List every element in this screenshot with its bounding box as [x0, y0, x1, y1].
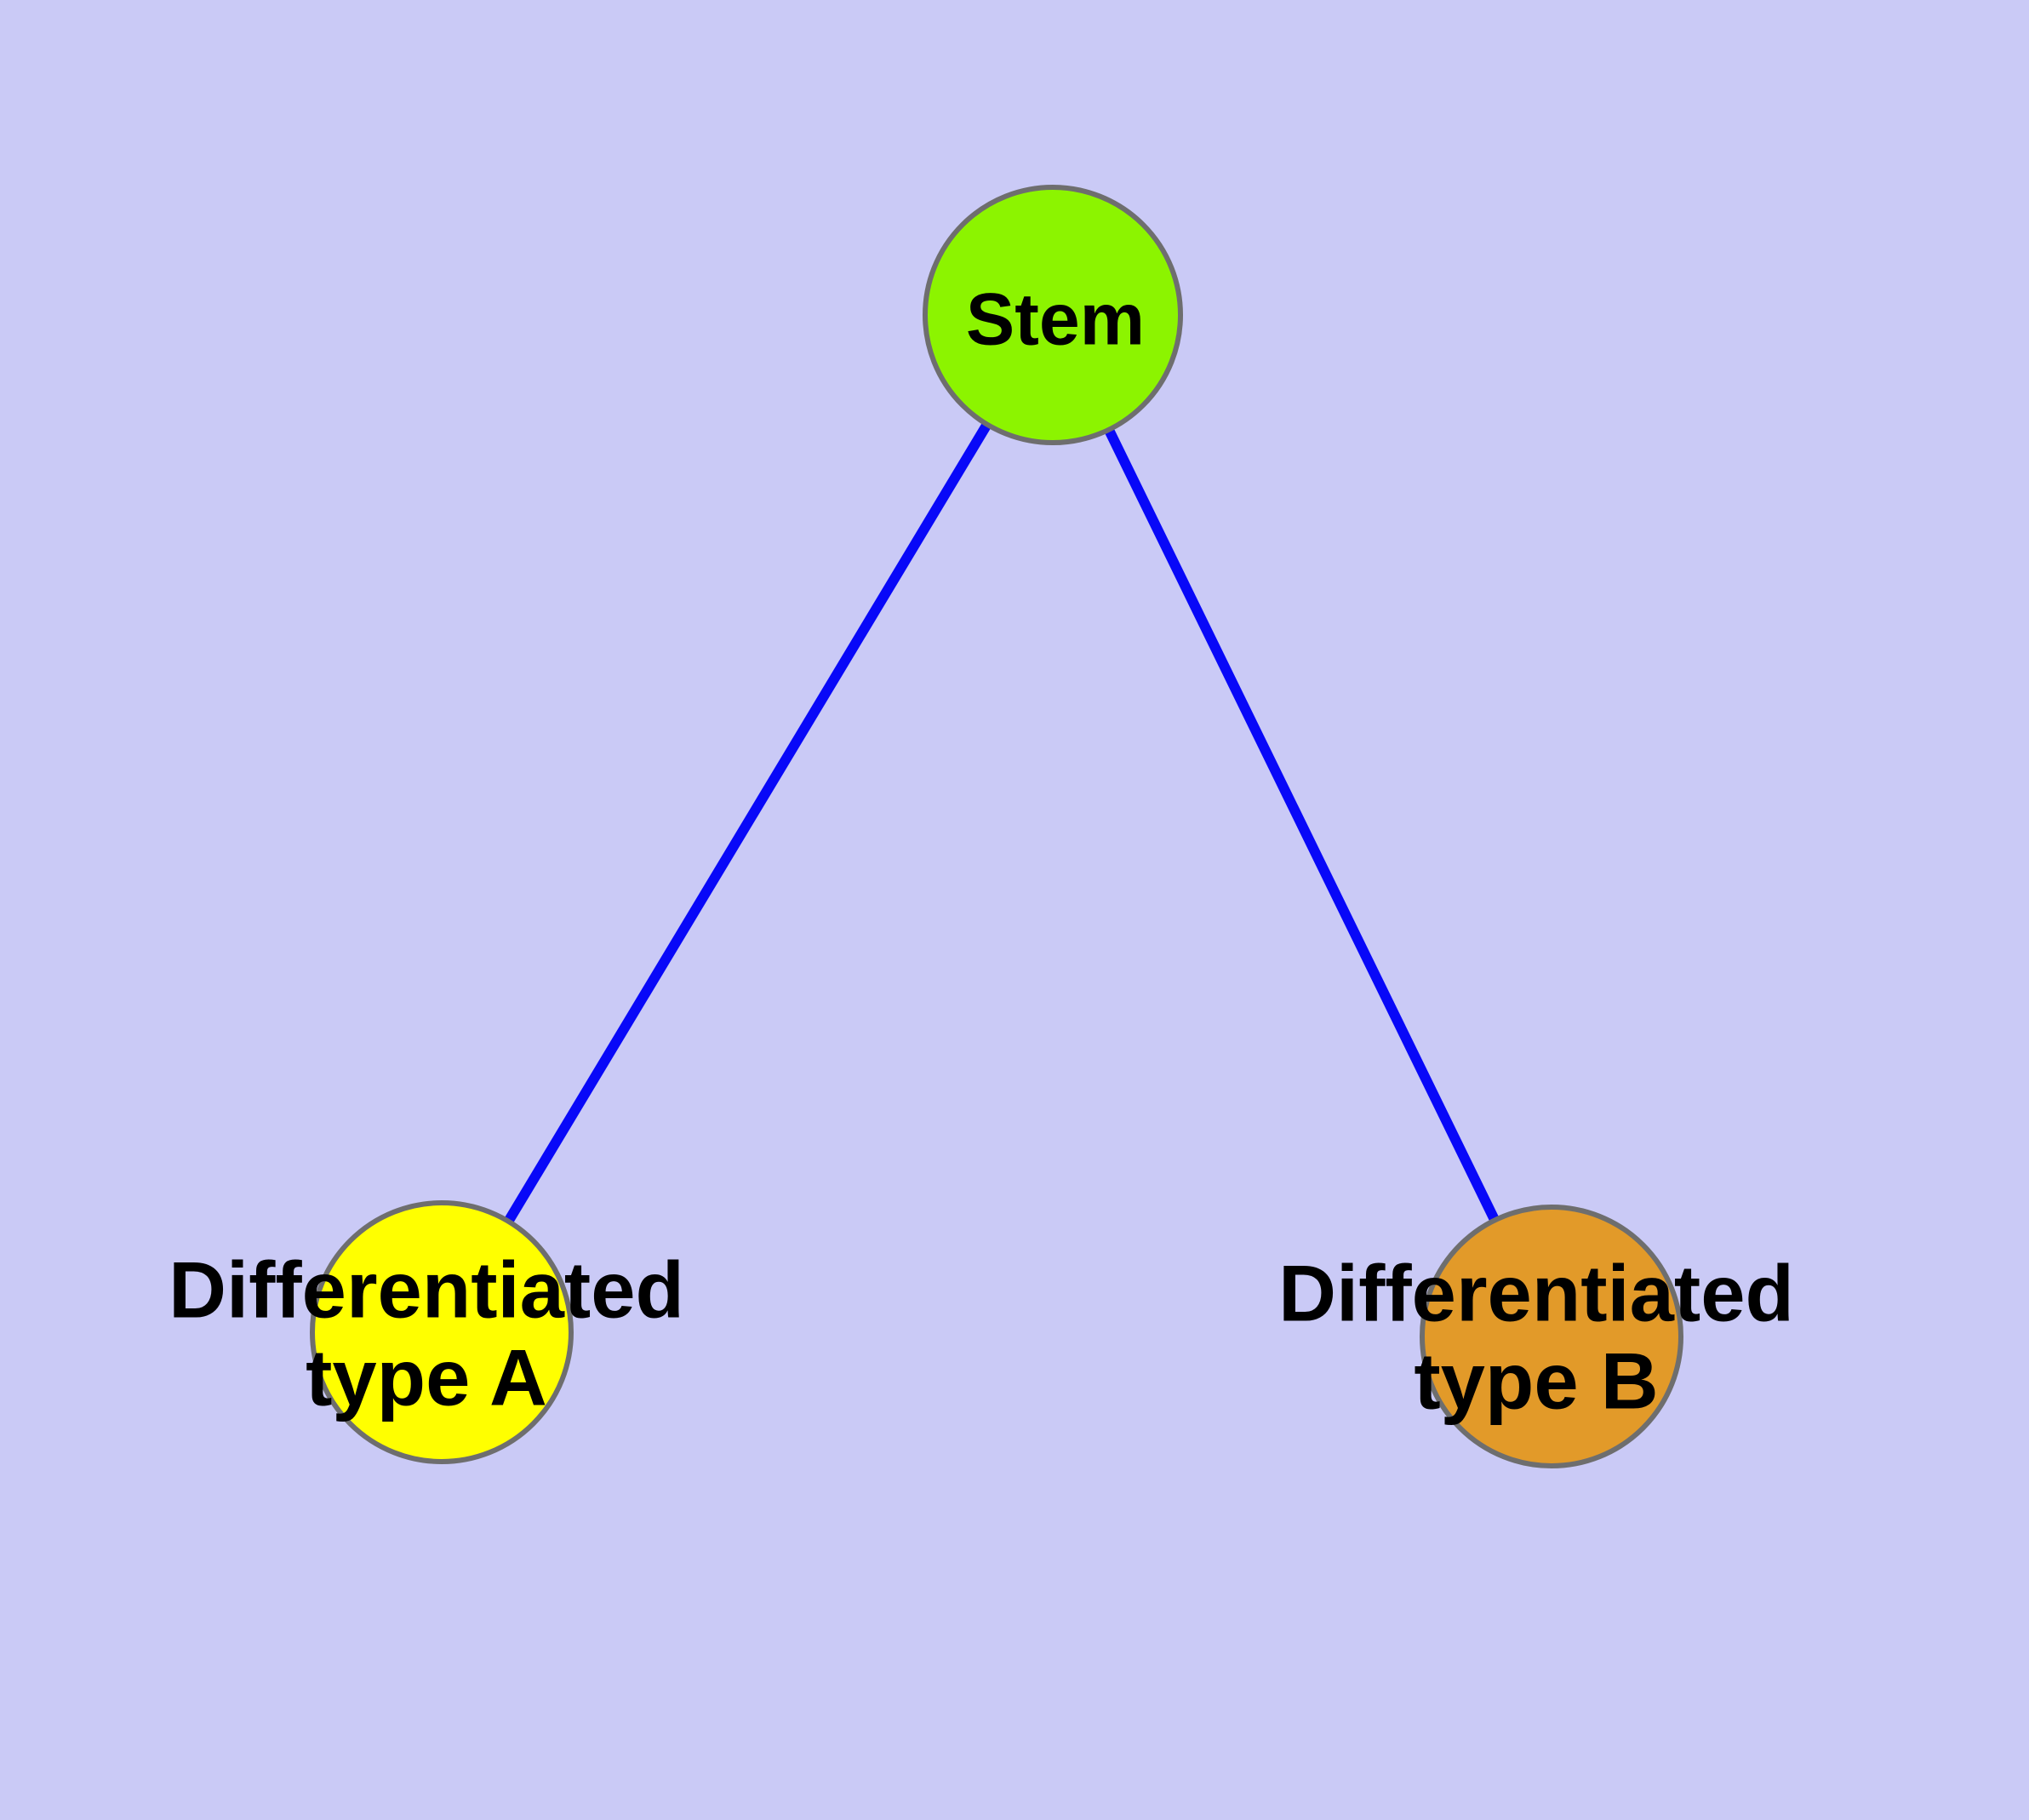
node-stem-label: Stem	[965, 278, 1146, 361]
node-type-b-label: Differentiated type B	[1278, 1248, 1794, 1426]
node-type-b-circle	[1420, 1205, 1683, 1468]
node-type-a-circle	[310, 1200, 574, 1464]
node-stem-circle	[923, 185, 1183, 445]
edge-stem-to-type-a	[437, 312, 1058, 1336]
edge-stem-to-type-b	[1048, 312, 1557, 1339]
node-type-a-label: Differentiated type A	[169, 1245, 684, 1422]
